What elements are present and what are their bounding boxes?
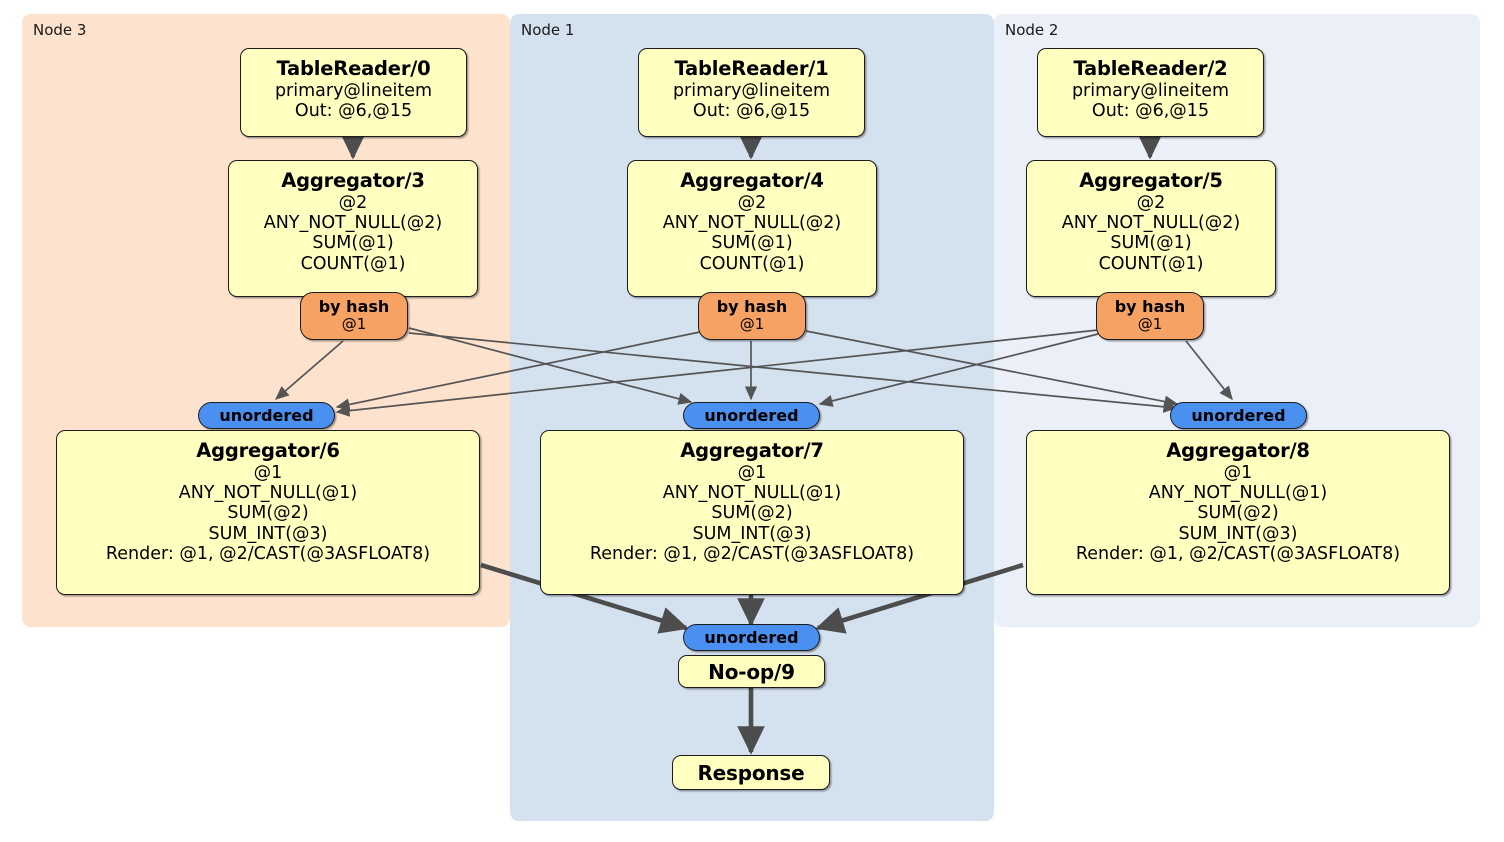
hash-router-left[interactable]: by hash @1 <box>300 292 408 340</box>
router-column: @1 <box>739 315 765 334</box>
processor-title: Aggregator/8 <box>1166 439 1310 462</box>
processor-response[interactable]: Response <box>672 755 830 790</box>
processor-aggregator-5[interactable]: Aggregator/5 @2 ANY_NOT_NULL(@2) SUM(@1)… <box>1026 160 1276 297</box>
hash-router-right[interactable]: by hash @1 <box>1096 292 1204 340</box>
processor-detail-line: @1 <box>737 462 767 483</box>
processor-detail-line: @2 <box>737 192 767 213</box>
processor-aggregator-4[interactable]: Aggregator/4 @2 ANY_NOT_NULL(@2) SUM(@1)… <box>627 160 877 297</box>
processor-noop-9[interactable]: No-op/9 <box>678 655 825 688</box>
processor-table-reader-0[interactable]: TableReader/0 primary@lineitem Out: @6,@… <box>240 48 467 137</box>
processor-detail-line: SUM_INT(@3) <box>1178 523 1298 544</box>
node-label-node1: Node 1 <box>521 21 575 39</box>
processor-detail-line: SUM(@2) <box>227 503 309 524</box>
processor-render-line: Render: @1, @2/CAST(@3ASFLOAT8) <box>1075 543 1401 564</box>
processor-detail-line: primary@lineitem <box>672 80 831 101</box>
processor-detail-line: SUM(@2) <box>1197 503 1279 524</box>
synchronizer-label: unordered <box>704 406 799 425</box>
processor-table-reader-1[interactable]: TableReader/1 primary@lineitem Out: @6,@… <box>638 48 865 137</box>
processor-aggregator-3[interactable]: Aggregator/3 @2 ANY_NOT_NULL(@2) SUM(@1)… <box>228 160 478 297</box>
processor-title: Aggregator/3 <box>281 169 425 192</box>
router-label: by hash <box>318 297 390 316</box>
processor-title: Aggregator/6 <box>196 439 340 462</box>
processor-detail-line: @1 <box>253 462 283 483</box>
processor-detail-line: Out: @6,@15 <box>294 101 413 122</box>
processor-detail-line: COUNT(@1) <box>1098 253 1204 274</box>
processor-title: Aggregator/4 <box>680 169 824 192</box>
processor-detail-line: ANY_NOT_NULL(@2) <box>662 213 842 234</box>
processor-title: Response <box>697 761 805 785</box>
router-column: @1 <box>1137 315 1163 334</box>
hash-router-center[interactable]: by hash @1 <box>698 292 806 340</box>
processor-detail-line: SUM(@2) <box>711 503 793 524</box>
processor-table-reader-2[interactable]: TableReader/2 primary@lineitem Out: @6,@… <box>1037 48 1264 137</box>
processor-detail-line: Out: @6,@15 <box>692 101 811 122</box>
node-label-node2: Node 2 <box>1005 21 1059 39</box>
node-label-node3: Node 3 <box>33 21 87 39</box>
processor-detail-line: ANY_NOT_NULL(@1) <box>178 483 358 504</box>
processor-aggregator-8[interactable]: Aggregator/8 @1 ANY_NOT_NULL(@1) SUM(@2)… <box>1026 430 1450 595</box>
processor-detail-line: @2 <box>338 192 368 213</box>
processor-detail-line: primary@lineitem <box>1071 80 1230 101</box>
processor-detail-line: SUM(@1) <box>312 233 394 254</box>
processor-detail-line: ANY_NOT_NULL(@1) <box>1148 483 1328 504</box>
processor-detail-line: COUNT(@1) <box>300 253 406 274</box>
processor-detail-line: @2 <box>1136 192 1166 213</box>
router-label: by hash <box>716 297 788 316</box>
processor-title: TableReader/2 <box>1073 57 1228 80</box>
processor-detail-line: ANY_NOT_NULL(@1) <box>662 483 842 504</box>
processor-detail-line: SUM_INT(@3) <box>208 523 328 544</box>
synchronizer-unordered-right[interactable]: unordered <box>1170 402 1307 429</box>
synchronizer-unordered-center[interactable]: unordered <box>683 402 820 429</box>
processor-detail-line: SUM_INT(@3) <box>692 523 812 544</box>
synchronizer-unordered-final[interactable]: unordered <box>683 624 820 651</box>
synchronizer-label: unordered <box>704 628 799 647</box>
processor-aggregator-7[interactable]: Aggregator/7 @1 ANY_NOT_NULL(@1) SUM(@2)… <box>540 430 964 595</box>
synchronizer-unordered-left[interactable]: unordered <box>198 402 335 429</box>
router-label: by hash <box>1114 297 1186 316</box>
processor-detail-line: COUNT(@1) <box>699 253 805 274</box>
processor-detail-line: @1 <box>1223 462 1253 483</box>
processor-detail-line: ANY_NOT_NULL(@2) <box>263 213 443 234</box>
processor-title: TableReader/0 <box>276 57 431 80</box>
router-column: @1 <box>341 315 367 334</box>
processor-title: No-op/9 <box>708 660 795 684</box>
processor-title: Aggregator/7 <box>680 439 824 462</box>
processor-title: Aggregator/5 <box>1079 169 1223 192</box>
processor-render-line: Render: @1, @2/CAST(@3ASFLOAT8) <box>105 543 431 564</box>
processor-detail-line: ANY_NOT_NULL(@2) <box>1061 213 1241 234</box>
processor-title: TableReader/1 <box>674 57 829 80</box>
synchronizer-label: unordered <box>1191 406 1286 425</box>
processor-detail-line: Out: @6,@15 <box>1091 101 1210 122</box>
processor-detail-line: SUM(@1) <box>1110 233 1192 254</box>
synchronizer-label: unordered <box>219 406 314 425</box>
processor-detail-line: SUM(@1) <box>711 233 793 254</box>
processor-render-line: Render: @1, @2/CAST(@3ASFLOAT8) <box>589 543 915 564</box>
processor-aggregator-6[interactable]: Aggregator/6 @1 ANY_NOT_NULL(@1) SUM(@2)… <box>56 430 480 595</box>
processor-detail-line: primary@lineitem <box>274 80 433 101</box>
